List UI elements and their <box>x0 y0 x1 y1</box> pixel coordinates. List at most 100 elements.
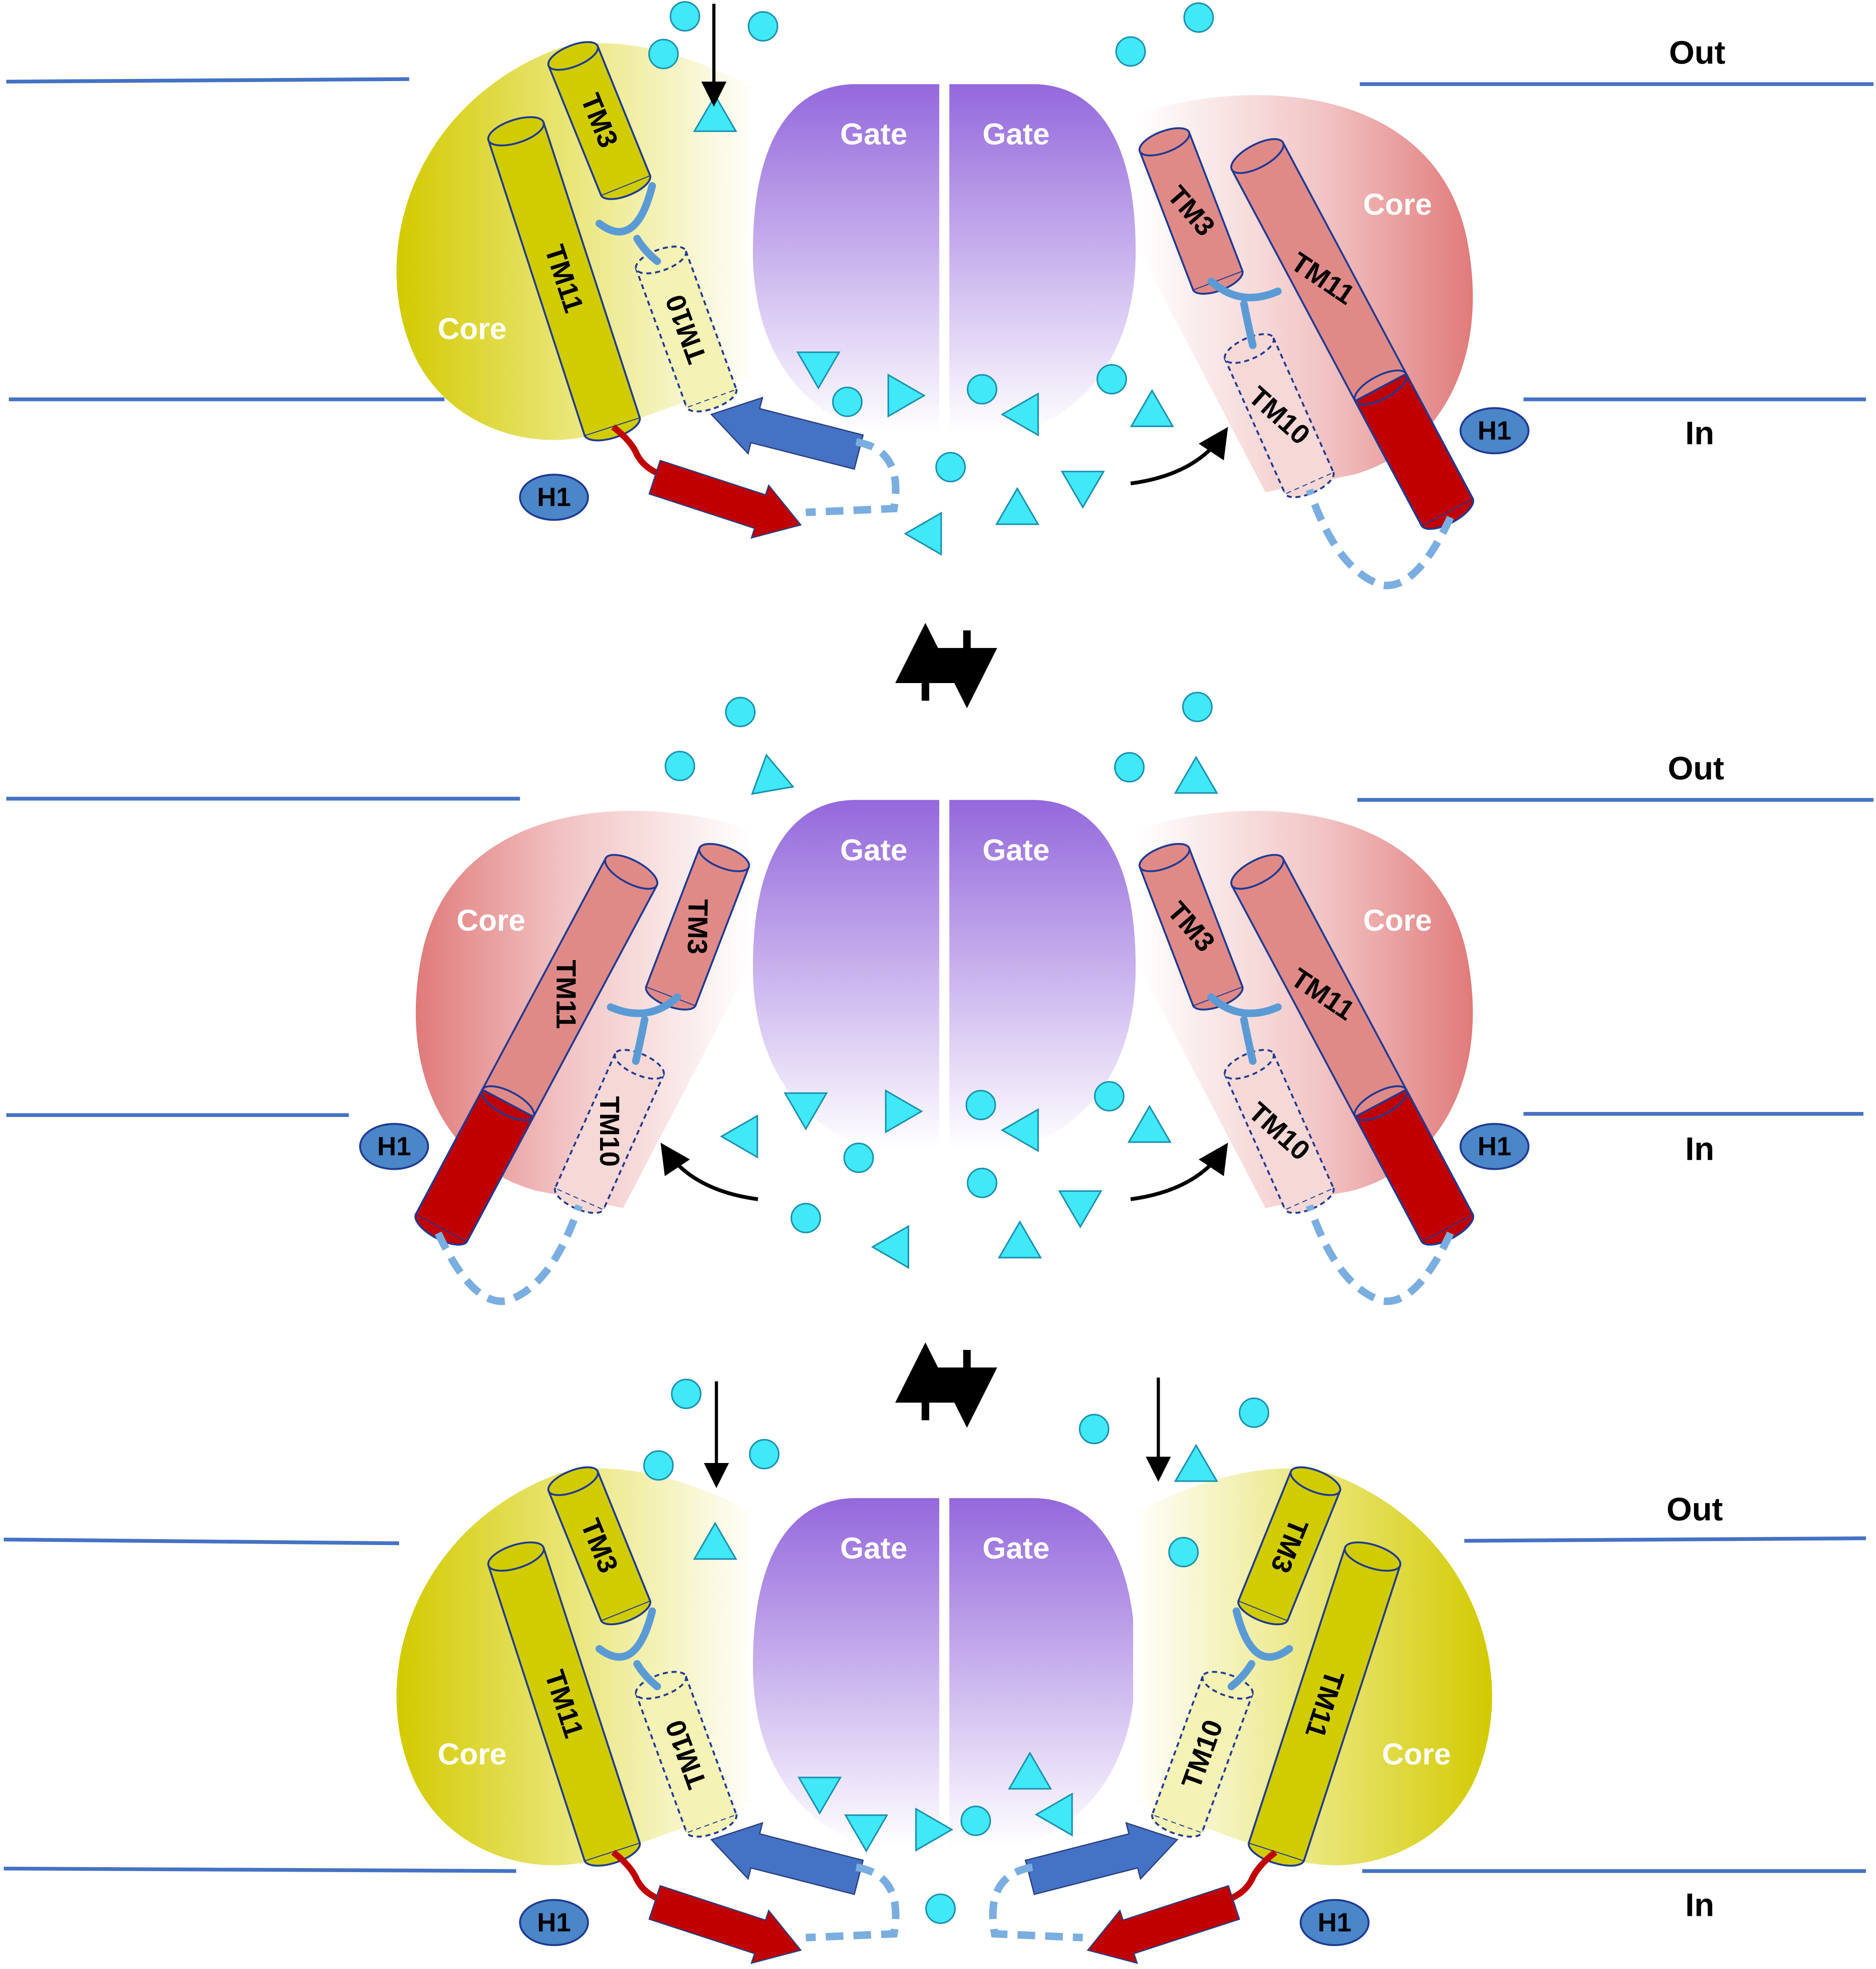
substrate-triangle <box>1130 389 1175 427</box>
tm10-helix-top-cap <box>614 1049 665 1080</box>
tm3-helix-bottom-mask <box>1193 269 1242 289</box>
tm3-helix: TM3 <box>547 1466 651 1626</box>
tm10-helix-label: TM10 <box>594 1096 625 1167</box>
tm10-helix: TM10 <box>635 246 738 413</box>
substrate-triangle <box>783 1092 828 1130</box>
substrate-triangle <box>693 1522 738 1560</box>
out-label: Out <box>1667 1491 1723 1528</box>
h1-label: H1 <box>537 483 571 512</box>
linker-y-shape <box>595 182 661 265</box>
tm3-helix-bottom-mask <box>647 984 696 1005</box>
linker-y-shape <box>595 1607 661 1691</box>
curved-arrow <box>660 1143 758 1201</box>
tm10-helix-top-cap <box>1201 1671 1254 1700</box>
tm3-helix: TM3 <box>1138 127 1244 295</box>
tm10-helix-top-cap <box>635 246 687 274</box>
gate-left-label: Gate <box>840 833 907 867</box>
substrate-circle <box>1079 1413 1110 1445</box>
curved-arrow <box>1130 1143 1228 1201</box>
gate-left <box>753 1498 939 1847</box>
gate-right <box>949 84 1136 433</box>
substrate-circle <box>1182 692 1213 722</box>
substrate-triangle <box>903 511 942 556</box>
tm11-helix-bottom-mask <box>417 1212 468 1241</box>
substrate-circle <box>961 1805 991 1836</box>
substrate-triangle <box>1127 1105 1172 1143</box>
red-arrow <box>1087 1885 1240 1964</box>
tm11-helix-label: TM11 <box>551 960 582 1029</box>
tm11-helix-top-cap <box>487 1541 545 1572</box>
h1-label: H1 <box>1478 1132 1512 1161</box>
substrate-circle <box>790 1203 821 1234</box>
dashed-loop <box>806 438 900 516</box>
substrate-circle <box>1114 752 1145 783</box>
core-label: Core <box>438 312 507 346</box>
tm10-helix-top-cap <box>1224 333 1275 364</box>
tm3-helix: TM3 <box>645 843 750 1011</box>
gate-pair: Gate Gate <box>753 1498 1136 1847</box>
red-arrow <box>648 460 802 539</box>
linker-y-shape <box>1207 277 1282 349</box>
substrate-triangle <box>844 1814 888 1853</box>
blue-arrow <box>1025 1822 1179 1896</box>
substrate-triangle <box>871 1225 910 1269</box>
substrate-circle <box>747 11 779 42</box>
substrate-triangle <box>915 1807 954 1852</box>
linker-y-shape <box>607 993 681 1065</box>
substrate-triangle <box>796 351 841 390</box>
h1-label: H1 <box>537 1908 571 1937</box>
tm11-helix-red-segment <box>1354 1088 1474 1243</box>
substrate-circle <box>966 374 997 405</box>
tm11-helix: TM11 <box>1230 854 1475 1246</box>
tm11-helix-red-boundary <box>1353 1085 1408 1121</box>
tm10-helix-top-cap <box>1224 1049 1275 1080</box>
linker-y-shape <box>1227 1607 1293 1691</box>
tm10-helix: TM10 <box>554 1049 665 1214</box>
substrate-circle <box>1168 1536 1199 1568</box>
tm10-helix-bottom-mask <box>687 1812 736 1832</box>
gate-left <box>753 800 939 1149</box>
tm3-helix-label: TM3 <box>682 899 714 955</box>
in-label: In <box>1685 1887 1714 1923</box>
in-label: In <box>1685 415 1714 451</box>
in-label: In <box>1685 1131 1714 1167</box>
substrate-circle <box>832 387 863 417</box>
linker-y-shape <box>1207 993 1282 1065</box>
substrate-circle <box>669 1 701 32</box>
substrate-circle <box>1115 36 1146 67</box>
tm3-helix-top-cap <box>547 41 599 71</box>
gate-left-label: Gate <box>840 1531 907 1565</box>
substrate-triangle <box>1058 1190 1102 1229</box>
substrate-circle <box>925 1893 956 1924</box>
h1-helix <box>1299 1899 1370 1946</box>
dashed-loop <box>1306 1204 1454 1305</box>
dashed-loop <box>989 1863 1083 1942</box>
tm10-helix-top-cap <box>635 1671 687 1700</box>
membrane-line <box>4 1866 516 1873</box>
tm11-helix-bottom-mask <box>1250 1840 1304 1860</box>
tm10-helix: TM10 <box>1151 1671 1254 1838</box>
h1-helix <box>1459 407 1530 455</box>
substrate-triangle <box>995 487 1040 525</box>
tm11-helix-bottom-mask <box>584 1840 639 1860</box>
gate-right-label: Gate <box>983 1531 1050 1565</box>
tm11-helix-top-cap <box>487 116 545 146</box>
core-label: Core <box>438 1737 507 1771</box>
core-label: Core <box>1363 188 1432 222</box>
substrate-triangle <box>719 1114 758 1159</box>
tm11-helix: TM11 <box>1248 1541 1402 1867</box>
gate-left <box>753 84 939 433</box>
tm3-helix-top-cap <box>1138 843 1191 872</box>
tm11-helix-red-segment <box>1354 372 1474 527</box>
dashed-loop <box>434 1204 583 1305</box>
red-linker <box>1226 1850 1278 1903</box>
tm3-helix-top-cap <box>547 1466 599 1496</box>
dashed-loop <box>806 1863 900 1942</box>
h1-helix <box>519 1899 589 1946</box>
curved-arrow <box>1130 427 1228 486</box>
gate-right-label: Gate <box>983 118 1050 151</box>
